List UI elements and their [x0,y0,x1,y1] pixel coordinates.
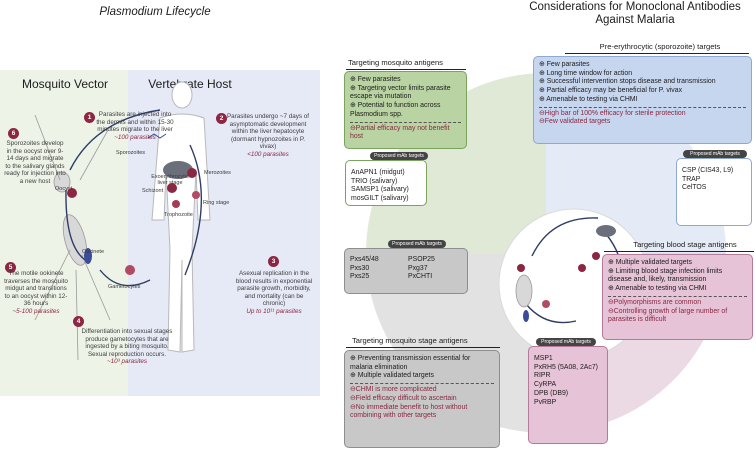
mosquito-stage-header: Targeting mosquito stage antigens [352,336,468,345]
mosquito-antigens-box: ⊕ Few parasites ⊕ Targeting vector limit… [344,71,467,149]
mosquito-antigens-rule [346,69,466,70]
mosquito-antigens-header: Targeting mosquito antigens [348,58,443,67]
label-ring-stage: Ring stage [203,200,230,206]
pre-erythrocytic-header: Pre-erythrocytic (sporozoite) targets [599,42,721,51]
pre-erythrocytic-box: ⊕ Few parasites ⊕ Long time window for a… [533,56,752,144]
label-trophozoite: Trophozoite [164,212,193,218]
label-schizont: Schizont [142,188,164,194]
step-1-badge: 1 [84,112,95,123]
schizont-cell-icon [167,183,177,193]
step-4-badge: 4 [73,316,84,327]
lifecycle-illustration [34,81,211,361]
step-5-badge: 5 [5,262,16,273]
gametocyte-cell-icon [125,265,135,275]
mosquito-stage-box: ⊕ Preventing transmission essential for … [344,350,500,448]
vertebrate-host-header: Vertebrate Host [148,77,232,91]
label-ookinete: Ookinete [82,249,105,255]
mosquito-antigens-targets: AnAPN1 (midgut) TRIO (salivary) SAMSP1 (… [345,160,427,206]
label-oocyst: Oocyst [55,186,73,192]
pre-erythrocytic-targets: CSP (CIS43, L9) TRAP CelTOS [676,158,752,226]
blood-stage-targets: MSP1 PxRH5 (5A08, 2Ac7) RIPR CyRPA DPB (… [528,346,608,444]
mosquito-stage-tag: Proposed mAb targets [388,240,446,248]
lifecycle-arrows [65,109,202,287]
label-sporozoites: Sporozoites [116,150,146,156]
step-4-text: Differentiation into sexual stages produ… [81,328,173,366]
label-merozoites: Merozoites [204,170,231,176]
lifecycle-title: Plasmodium Lifecycle [99,6,211,18]
mosquito-stage-targets: Pxs45/48 Pxs30 Pxs25 PSOP25 Pxg37 PxCHTI [344,248,468,294]
oocyst-icon [67,188,77,198]
step-3-text: Asexual replication in the blood results… [235,270,313,315]
label-gametocytes: Gametocytes [108,284,141,290]
mosquito-antigens-tag: Proposed mAb targets [370,152,428,160]
blood-stage-rule [604,251,754,252]
step-5-text: The motile ookinete traverses the mosqui… [4,270,68,315]
label-exoerythrocytic: Exoerythrocytic liver stage [151,174,189,186]
considerations-title: Considerations for Monoclonal Antibodies… [529,1,741,26]
sporozoites-icon [147,133,167,139]
merozoite-cell-icon [187,168,197,178]
step-3-badge: 3 [268,256,279,267]
ring-stage-cell-icon [192,191,200,199]
step-1-text: Parasites are injected into the dermis a… [96,111,174,141]
mosquito-quadrant [366,73,546,253]
step-2-text: Parasites undergo ~7 days of asymptomati… [226,113,310,158]
blood-stage-box: ⊕ Multiple validated targets ⊕ Limiting … [602,254,753,340]
mosquito-stage-rule [346,347,500,348]
trophozoite-cell-icon [172,200,180,208]
blood-stage-tag: Proposed mAb targets [536,338,596,346]
pre-erythrocytic-rule [565,53,749,54]
mosquito-vector-header: Mosquito Vector [21,77,109,91]
step-6-text: Sporozoites develop in the oocyst over 9… [4,140,66,185]
ookinete-icon [84,248,92,264]
blood-stage-header: Targeting blood stage antigens [633,240,737,249]
step-2-badge: 2 [216,113,227,124]
liver-icon [163,161,193,179]
pre-erythrocytic-tag: Proposed mAb targets [683,150,747,158]
step-6-badge: 6 [8,128,19,139]
